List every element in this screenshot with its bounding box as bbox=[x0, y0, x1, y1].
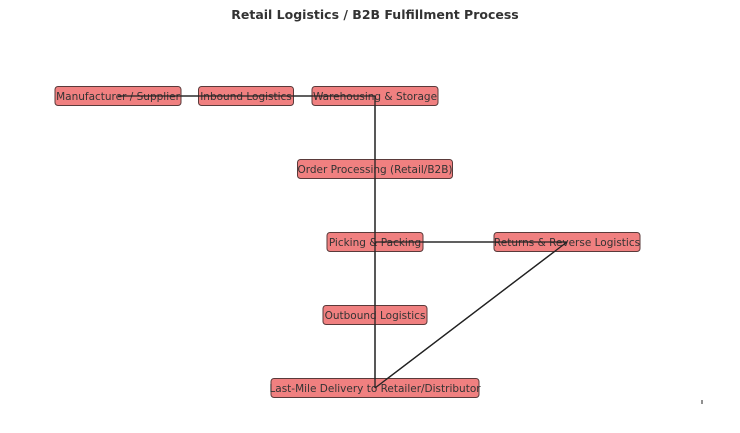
edges-overlay bbox=[118, 95, 568, 389]
node-label-manufacturer: Manufacturer / Supplier bbox=[56, 91, 180, 103]
node-lastmile: Last-Mile Delivery to Retailer/Distribut… bbox=[269, 378, 481, 398]
edge-overlay-lastmile-to-returns bbox=[374, 241, 568, 389]
node-label-lastmile: Last-Mile Delivery to Retailer/Distribut… bbox=[269, 383, 481, 395]
node-label-inbound: Inbound Logistics bbox=[200, 91, 292, 103]
diagram-title: Retail Logistics / B2B Fulfillment Proce… bbox=[231, 7, 519, 22]
